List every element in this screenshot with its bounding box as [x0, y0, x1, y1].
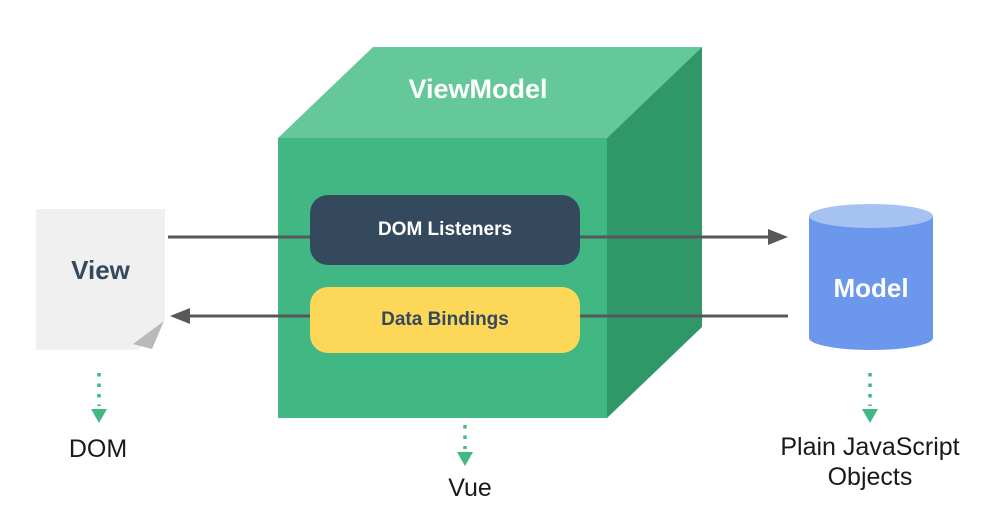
cylinder-top — [809, 204, 933, 228]
paper-sheet — [36, 209, 165, 350]
cube-front-face — [278, 138, 607, 418]
view-paper-icon — [36, 209, 165, 350]
view-title: View — [71, 254, 130, 285]
model-dotted-arrow-icon — [862, 373, 878, 423]
dom-caption: DOM — [68, 435, 128, 463]
model-dotted-arrow-head — [862, 409, 878, 423]
model-title: Model — [833, 272, 909, 303]
viewmodel-dotted-arrow-icon — [457, 425, 473, 466]
vue-caption: Vue — [448, 474, 492, 502]
view-dotted-arrow-icon — [91, 373, 107, 423]
paper-fold-corner — [133, 321, 164, 349]
viewmodel-dotted-arrow-head — [457, 452, 473, 466]
model-cylinder-icon — [809, 204, 933, 350]
cube-right-face — [607, 47, 702, 418]
dom-listeners-label: DOM Listeners — [377, 219, 513, 240]
cylinder-body — [809, 216, 933, 350]
cube-top-face — [278, 47, 702, 138]
data-bindings-box: Data Bindings — [310, 287, 580, 353]
arrow-right-head-icon — [768, 229, 788, 245]
data-bindings-label: Data Bindings — [381, 309, 509, 330]
plain-javascript-objects-caption: Plain JavaScript Objects — [780, 433, 960, 491]
viewmodel-title: ViewModel — [408, 74, 548, 104]
arrow-left-head-icon — [170, 308, 190, 324]
view-dotted-arrow-head — [91, 409, 107, 423]
dom-listeners-box: DOM Listeners — [310, 195, 580, 265]
